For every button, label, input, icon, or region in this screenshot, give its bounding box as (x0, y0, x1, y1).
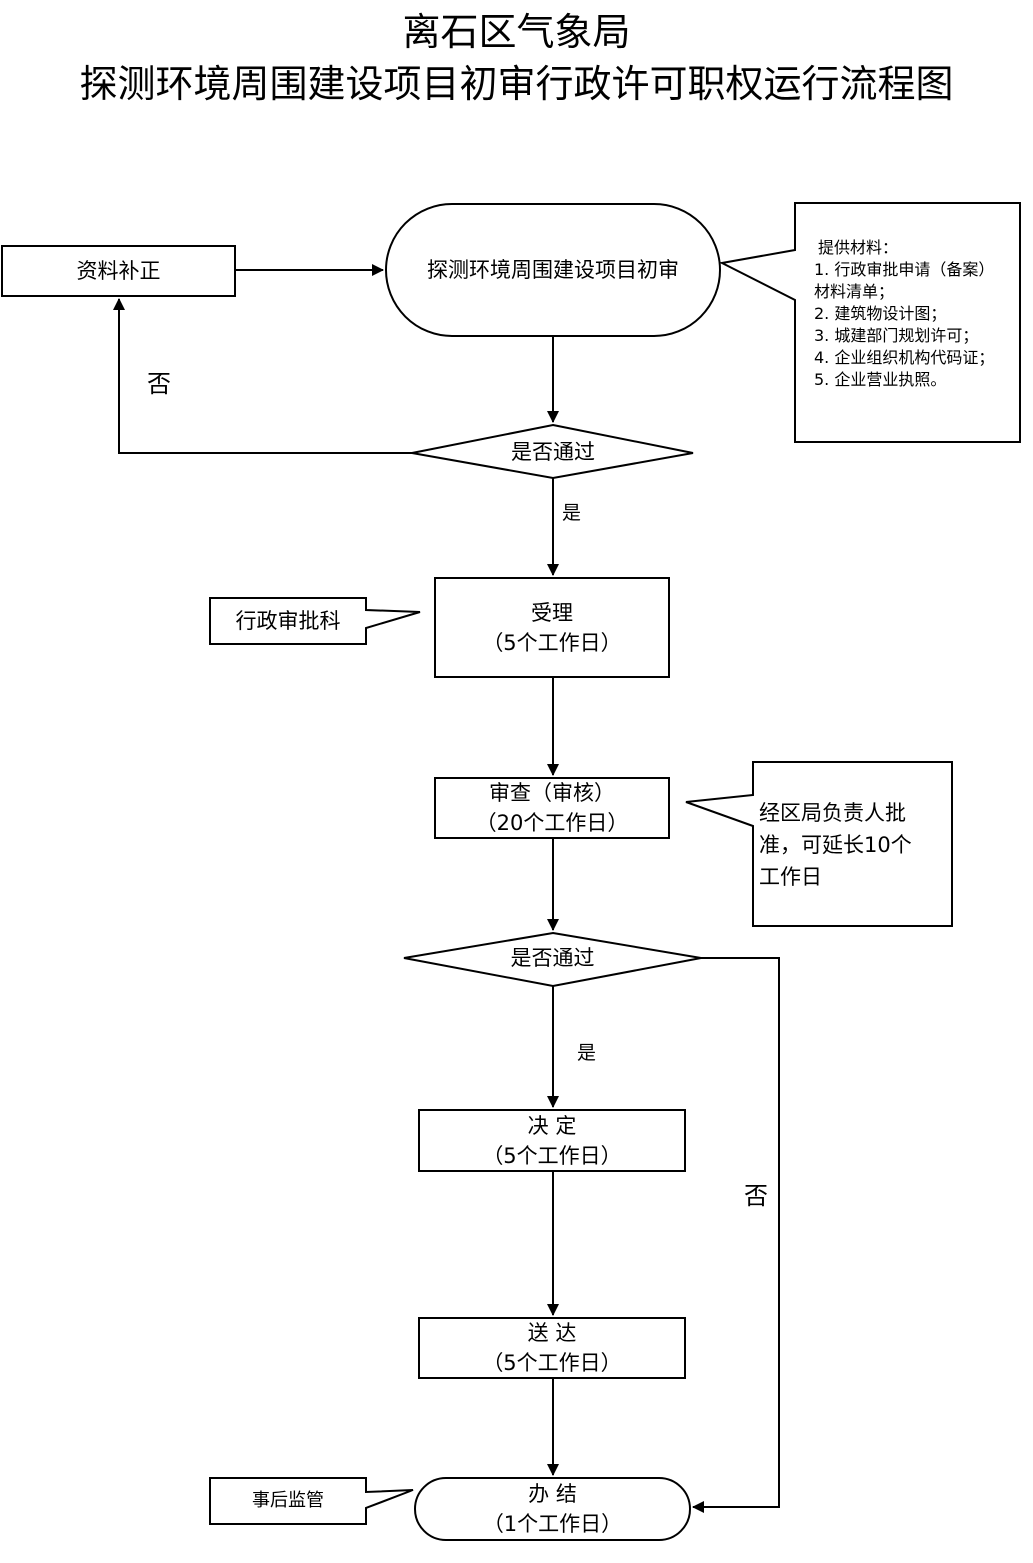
extension-line: 准，可延长10个 (759, 833, 912, 857)
dept-callout: 行政审批科 (210, 598, 366, 644)
extension-line: 经区局负责人批 (759, 801, 906, 825)
materials-callout: 提供材料： 1. 行政审批申请（备案） 材料清单； 2. 建筑物设计图； 3. … (814, 237, 994, 391)
edge-label-yes-1: 是 (562, 502, 582, 524)
extension-line: 工作日 (759, 865, 822, 889)
supplement-label: 资料补正 (76, 259, 161, 283)
finish-days: （1个工作日） (482, 1512, 623, 1536)
accept-days: （5个工作日） (482, 630, 622, 655)
title-line-1: 离石区气象局 (402, 10, 631, 54)
decide-box: 决 定 （5个工作日） (419, 1110, 685, 1171)
dept-callout-shape (209, 597, 421, 645)
deliver-days: （5个工作日） (482, 1351, 622, 1375)
accept-label: 受理 (531, 600, 573, 625)
review-label: 审查（审核） (489, 781, 615, 805)
deliver-box-shape (418, 1317, 686, 1379)
extension-callout-shape (685, 761, 953, 927)
start-node: 探测环境周围建设项目初审 (386, 204, 720, 336)
materials-item: 2. 建筑物设计图； (814, 304, 947, 323)
materials-item: 5. 企业营业执照。 (814, 370, 947, 389)
materials-heading: 提供材料： (818, 238, 899, 257)
edge-label-no-2: 否 (744, 1182, 768, 1210)
accept-box-shape (434, 577, 670, 678)
supervision-callout: 事后监管 (210, 1478, 366, 1524)
finish-node: 办 结 （1个工作日） (415, 1478, 690, 1540)
decision-1-label: 是否通过 (511, 440, 595, 464)
decide-days: （5个工作日） (482, 1143, 622, 1168)
accept-box: 受理 （5个工作日） (435, 578, 669, 677)
edge-decision1-no (113, 298, 412, 454)
decide-box-shape (418, 1109, 686, 1172)
materials-item: 4. 企业组织机构代码证； (814, 348, 995, 367)
review-days: （20个工作日） (475, 811, 629, 835)
edge-decision2-no (692, 957, 780, 1513)
finish-node-shape (414, 1477, 691, 1541)
title-line-2: 探测环境周围建设项目初审行政许可职权运行流程图 (79, 62, 954, 106)
review-box-shape (434, 777, 670, 839)
materials-item: 1. 行政审批申请（备案） (814, 260, 995, 279)
materials-item: 材料清单； (814, 282, 895, 301)
supervision-callout-shape (209, 1477, 414, 1525)
decision-2: 是否通过 (404, 936, 701, 980)
decision-1: 是否通过 (412, 430, 694, 474)
extension-callout: 经区局负责人批 准，可延长10个 工作日 (759, 797, 912, 893)
decide-label: 决 定 (527, 1113, 577, 1138)
finish-label: 办 结 (528, 1482, 577, 1506)
materials-callout-shape (718, 202, 1021, 443)
review-box: 审查（审核） （20个工作日） (435, 778, 669, 838)
supplement-box: 资料补正 (2, 246, 235, 296)
materials-item: 3. 城建部门规划许可； (814, 326, 979, 345)
edge-label-no-1: 否 (147, 370, 171, 398)
deliver-box: 送 达 （5个工作日） (419, 1318, 685, 1378)
dept-label: 行政审批科 (235, 609, 341, 633)
start-node-label: 探测环境周围建设项目初审 (427, 258, 679, 282)
decision-2-label: 是否通过 (510, 946, 595, 970)
deliver-label: 送 达 (527, 1321, 577, 1345)
edge-label-yes-2: 是 (577, 1042, 597, 1064)
supervision-label: 事后监管 (252, 1490, 324, 1511)
